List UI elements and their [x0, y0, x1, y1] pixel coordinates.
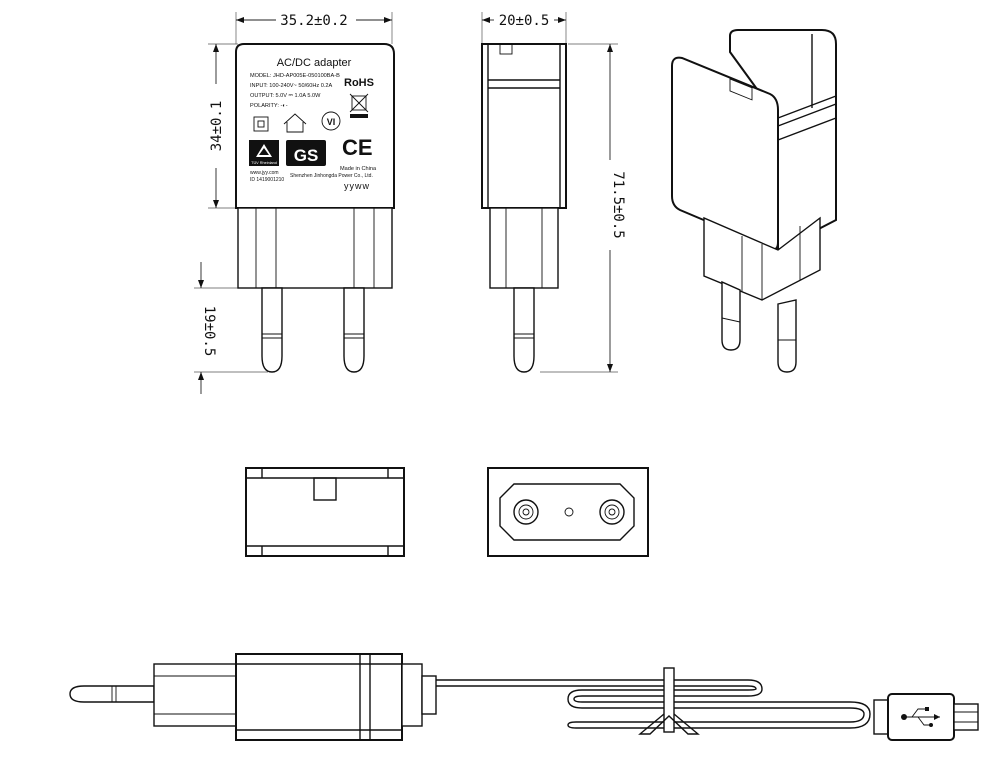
front-view: 35.2±0.2 34±0.1 19±0.5 AC/DC adapter MOD… [194, 12, 395, 394]
isometric-view [671, 29, 837, 373]
pin-length-dimension: 19±0.5 [194, 262, 268, 394]
pin-length-dimension-text: 19±0.5 [201, 306, 217, 357]
label-id: ID 1419001210 [250, 177, 284, 183]
label-manufacturer: Shenzhen Jinhongda Power Co., Ltd. [290, 173, 373, 179]
depth-dimension-text: 20±0.5 [499, 13, 550, 29]
label-date-code: yyww [344, 181, 370, 191]
label-website: www.jyy.com [250, 170, 279, 176]
svg-text:VI: VI [327, 117, 336, 127]
vi-mark: VI [321, 111, 341, 131]
label-polarity: POLARITY: -◐- [250, 103, 288, 109]
cable-tie [638, 667, 700, 735]
width-dimension-text: 35.2±0.2 [280, 13, 347, 29]
label-rohs: RoHS [344, 77, 374, 89]
svg-text:GS: GS [294, 146, 319, 165]
plug-base-side [489, 207, 559, 289]
iso-pin-right [777, 299, 797, 373]
usb-cable [436, 679, 871, 729]
iso-front-face [671, 56, 779, 251]
pin-left [261, 287, 283, 373]
micro-usb-connector [873, 693, 979, 741]
depth-dimension: 20±0.5 [481, 12, 567, 44]
weee-bin-icon [349, 93, 369, 118]
tuv-logo: TÜV Rheinland [249, 140, 279, 166]
adapter-body-front [235, 43, 395, 209]
adapter-body-side [481, 43, 567, 209]
pin-right [343, 287, 365, 373]
cable-view [69, 653, 979, 741]
bottom-view [487, 467, 649, 557]
cable-view-body [235, 653, 403, 741]
label-model: MODEL: JHD-AP005E-050100BA-B [250, 73, 340, 79]
iso-pin-left [721, 280, 741, 351]
side-view: 20±0.5 71.5±0.5 [481, 12, 626, 373]
svg-text:TÜV Rheinland: TÜV Rheinland [251, 161, 277, 165]
double-insulation-icon [253, 116, 269, 132]
body-height-dimension-text: 34±0.1 [209, 101, 225, 152]
iso-body-back [729, 29, 837, 252]
label-input: INPUT: 100-240V~ 50/60Hz 0.2A [250, 83, 333, 89]
usb-icon [901, 707, 940, 727]
total-height-dimension-text: 71.5±0.5 [610, 171, 626, 238]
label-made-in: Made in China [340, 166, 377, 172]
width-dimension: 35.2±0.2 [235, 12, 393, 44]
label-title: AC/DC adapter [277, 57, 352, 69]
label-output: OUTPUT: 5.0V ⎓ 1.0A 5.0W [250, 93, 321, 99]
total-height-dimension: 71.5±0.5 [540, 43, 626, 373]
ce-mark: CE [342, 135, 373, 160]
gs-logo: GS [286, 140, 326, 166]
body-height-dimension: 34±0.1 [208, 43, 238, 209]
plug-base-front [237, 207, 393, 289]
indoor-use-icon [283, 113, 307, 133]
pin-side [513, 287, 535, 373]
top-view [245, 467, 405, 557]
